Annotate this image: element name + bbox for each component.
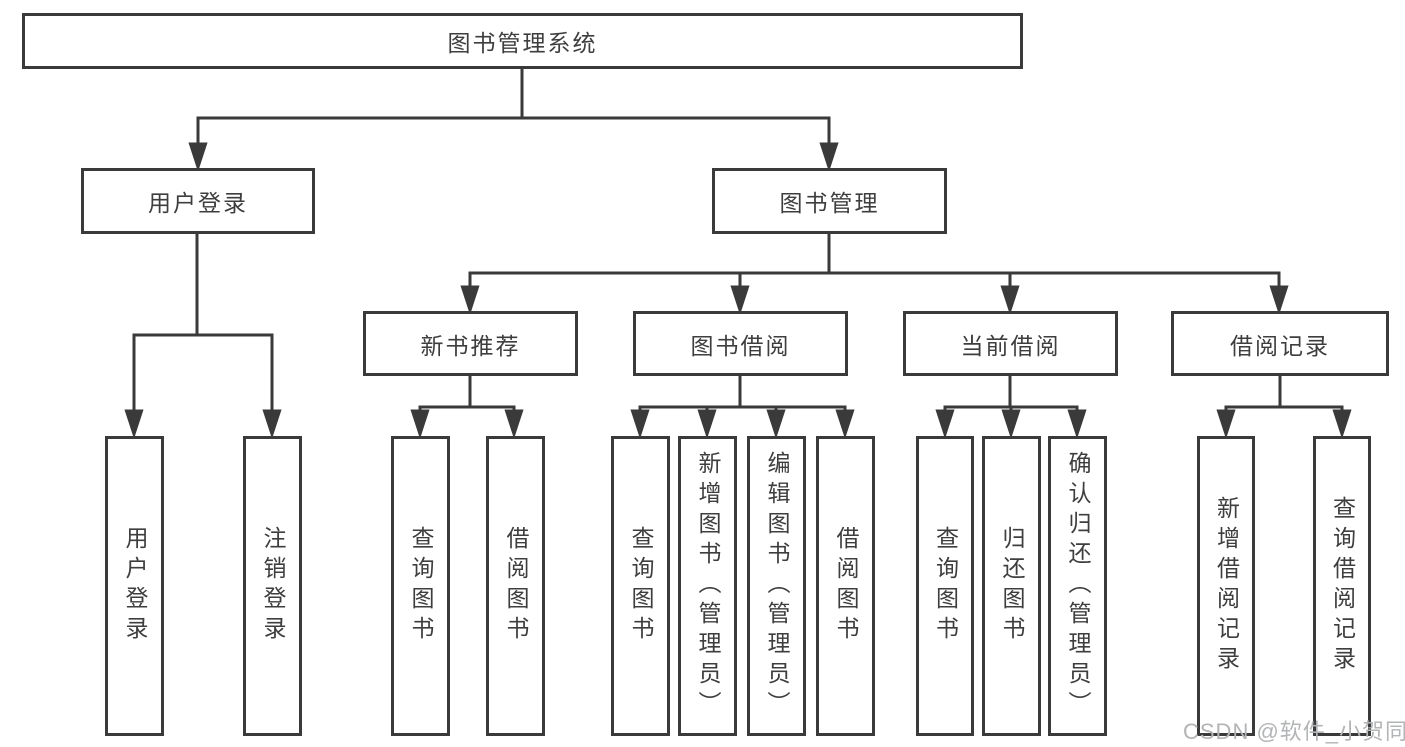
node-current-borrowing-label: 当前借阅 [960, 332, 1061, 359]
leaf-borrow-book-newbook: 借阅图书 [486, 436, 545, 736]
node-user-login: 用户登录 [81, 168, 315, 234]
leaf-user-login-label: 用户登录 [122, 526, 148, 646]
leaf-logout: 注销登录 [243, 436, 302, 736]
node-book-borrowing-label: 图书借阅 [690, 332, 791, 359]
connector-borrow-to-leaves [630, 374, 855, 439]
leaf-user-login: 用户登录 [105, 436, 164, 736]
leaf-query-book-newbook-label: 查询图书 [408, 526, 434, 646]
connector-newbook-to-leaves [410, 374, 524, 439]
leaf-query-borrow-record-label: 查询借阅记录 [1329, 496, 1356, 676]
leaf-query-book-borrow-label: 查询图书 [628, 526, 654, 646]
node-root-label: 图书管理系统 [447, 30, 598, 56]
leaf-query-book-current-label: 查询图书 [932, 526, 959, 646]
connector-mgmt-to-level3 [460, 232, 1289, 315]
leaf-query-book-borrow: 查询图书 [611, 436, 670, 736]
node-user-login-label: 用户登录 [148, 190, 248, 216]
leaf-borrow-book-newbook-label: 借阅图书 [503, 526, 529, 646]
leaf-borrow-book-borrow: 借阅图书 [816, 436, 875, 736]
leaf-query-borrow-record: 查询借阅记录 [1313, 436, 1371, 736]
leaf-borrow-book-borrow-label: 借阅图书 [833, 526, 859, 646]
connector-login-to-leaves [124, 232, 282, 439]
connector-root-to-level2 [188, 67, 839, 172]
node-book-management: 图书管理 [712, 168, 947, 234]
connector-records-to-leaves [1216, 374, 1352, 439]
leaf-edit-book-admin-label: 编辑图书（管理员） [764, 451, 790, 721]
leaf-edit-book-admin: 编辑图书（管理员） [747, 436, 806, 736]
node-root-system: 图书管理系统 [22, 13, 1023, 69]
leaf-logout-label: 注销登录 [260, 526, 286, 646]
leaf-confirm-return-admin: 确认归还（管理员） [1048, 436, 1107, 736]
node-book-management-label: 图书管理 [779, 190, 880, 216]
leaf-add-borrow-record: 新增借阅记录 [1197, 436, 1255, 736]
node-new-book-recommend: 新书推荐 [363, 311, 578, 376]
leaf-return-book-label: 归还图书 [999, 526, 1025, 646]
leaf-query-book-newbook: 查询图书 [391, 436, 450, 736]
csdn-watermark: CSDN @软件_小贺同学 [1183, 719, 1405, 744]
node-book-borrowing: 图书借阅 [633, 311, 848, 376]
node-current-borrowing: 当前借阅 [903, 311, 1118, 376]
node-borrow-records: 借阅记录 [1171, 311, 1389, 376]
leaf-return-book: 归还图书 [982, 436, 1041, 736]
node-new-book-recommend-label: 新书推荐 [420, 332, 521, 359]
connector-current-to-leaves [935, 374, 1087, 439]
leaf-add-book-admin-label: 新增图书（管理员） [695, 451, 721, 721]
leaf-query-book-current: 查询图书 [916, 436, 974, 736]
node-borrow-records-label: 借阅记录 [1230, 332, 1330, 359]
leaf-add-borrow-record-label: 新增借阅记录 [1213, 496, 1240, 676]
leaf-confirm-return-admin-label: 确认归还（管理员） [1065, 451, 1091, 721]
leaf-add-book-admin: 新增图书（管理员） [678, 436, 737, 736]
